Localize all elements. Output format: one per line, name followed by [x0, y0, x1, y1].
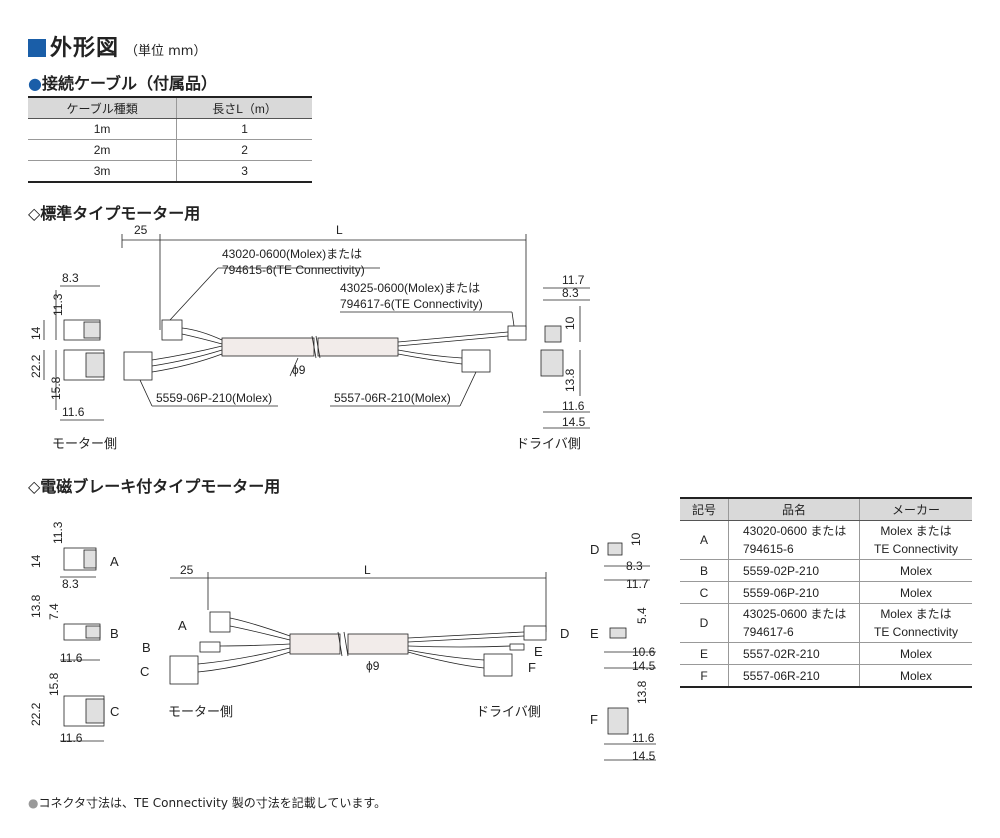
- cable-table-header: ケーブル種類: [28, 96, 177, 119]
- brake-a-11-3: 11.3: [51, 521, 65, 544]
- parts-table-header: 記号: [680, 497, 729, 521]
- footnote-bullet-icon: ●: [28, 796, 39, 810]
- brake-e-10-6: 10.6: [632, 645, 656, 659]
- std-left-15-8: 15.8: [49, 376, 63, 400]
- std-right-10: 10: [563, 316, 577, 330]
- brake-a-14: 14: [29, 554, 43, 568]
- brake-a-8-3: 8.3: [62, 577, 79, 591]
- std-motor-side: モーター側: [52, 436, 117, 451]
- brake-c-15-8: 15.8: [47, 672, 61, 696]
- brake-phi: ϕ9: [366, 659, 380, 673]
- std-dim-25: 25: [134, 223, 148, 237]
- brake-b-11-6: 11.6: [60, 651, 83, 665]
- brake-label-a: A: [178, 618, 187, 633]
- brake-label-c: C: [140, 664, 149, 679]
- std-left-11-3: 11.3: [51, 293, 65, 316]
- table-row: C 5559-06P-210 Molex: [680, 581, 972, 604]
- brake-motor-side: モーター側: [168, 704, 233, 719]
- brake-driver-side: ドライバ側: [476, 704, 541, 719]
- table-row: F 5557-06R-210 Molex: [680, 664, 972, 688]
- std-section-heading: ◇標準タイプモーター用: [28, 204, 201, 223]
- std-dim-l: L: [336, 223, 343, 237]
- table-row: 2m 2: [28, 139, 312, 161]
- footnote: ●コネクタ寸法は、TE Connectivity 製の寸法を記載しています。: [28, 796, 387, 810]
- brake-label-b-left: B: [110, 626, 119, 641]
- brake-d-8-3: 8.3: [626, 559, 643, 573]
- std-phi: ϕ9: [292, 363, 306, 377]
- brake-label-e: E: [534, 644, 543, 659]
- brake-e-14-5: 14.5: [632, 659, 656, 673]
- brake-b-7-4: 7.4: [47, 603, 61, 620]
- brake-dim-25: 25: [180, 563, 194, 577]
- parts-table-header: メーカー: [859, 497, 972, 521]
- std-left-8-3: 8.3: [62, 271, 79, 285]
- brake-c-11-6: 11.6: [60, 731, 83, 745]
- brake-label-d: D: [560, 626, 569, 641]
- page-title: 外形図 （単位 mm）: [28, 30, 206, 62]
- std-label-a1: 43020-0600(Molex)または: [222, 247, 362, 261]
- cable-table: ケーブル種類 長さL（m） 1m 1 2m 2 3m 3: [28, 96, 312, 183]
- brake-label-a-left: A: [110, 554, 119, 569]
- brake-f-14-5: 14.5: [632, 749, 656, 763]
- std-right-13-8: 13.8: [563, 368, 577, 392]
- brake-d-11-7: 11.7: [626, 577, 649, 591]
- brake-right-d: D: [590, 542, 599, 557]
- brake-label-b: B: [142, 640, 151, 655]
- table-row: E 5557-02R-210 Molex: [680, 642, 972, 665]
- std-label-d1: 43025-0600(Molex)または: [340, 281, 480, 295]
- brake-right-e: E: [590, 626, 599, 641]
- brake-dim-l: L: [364, 563, 371, 577]
- brake-label-c-left: C: [110, 704, 119, 719]
- std-right-14-5: 14.5: [562, 415, 586, 429]
- cable-table-header: 長さL（m）: [176, 96, 312, 119]
- std-left-22-2: 22.2: [29, 354, 43, 378]
- brake-section-heading: ◇電磁ブレーキ付タイプモーター用: [28, 477, 281, 496]
- std-left-14: 14: [29, 326, 43, 340]
- brake-e-5-4: 5.4: [635, 607, 649, 624]
- title-unit: （単位 mm）: [125, 44, 207, 59]
- brake-right-f: F: [590, 712, 598, 727]
- parts-table-header: 品名: [728, 497, 860, 521]
- std-driver-side: ドライバ側: [516, 436, 581, 451]
- std-right-8-3: 8.3: [562, 286, 579, 300]
- std-right-11-6: 11.6: [562, 399, 585, 413]
- table-row: 1m 1: [28, 118, 312, 140]
- brake-d-10: 10: [629, 532, 643, 546]
- brake-c-22-2: 22.2: [29, 702, 43, 726]
- brake-f-13-8: 13.8: [635, 680, 649, 704]
- brake-f-11-6: 11.6: [632, 731, 655, 745]
- std-left-11-6: 11.6: [62, 405, 85, 419]
- table-row: B 5559-02P-210 Molex: [680, 559, 972, 582]
- title-main: 外形図: [50, 36, 120, 61]
- std-right-11-7: 11.7: [562, 273, 585, 287]
- table-row: 3m 3: [28, 160, 312, 183]
- brake-b-13-8: 13.8: [29, 594, 43, 618]
- std-label-c: 5559-06P-210(Molex): [156, 391, 272, 405]
- std-label-a2: 794615-6(TE Connectivity): [222, 263, 365, 277]
- title-square-icon: [28, 39, 46, 57]
- cable-section-heading: ●接続ケーブル（付属品）: [28, 74, 218, 93]
- std-label-d2: 794617-6(TE Connectivity): [340, 297, 483, 311]
- brake-label-f: F: [528, 660, 536, 675]
- std-label-f: 5557-06R-210(Molex): [334, 391, 451, 405]
- bullet-icon: ●: [28, 74, 42, 93]
